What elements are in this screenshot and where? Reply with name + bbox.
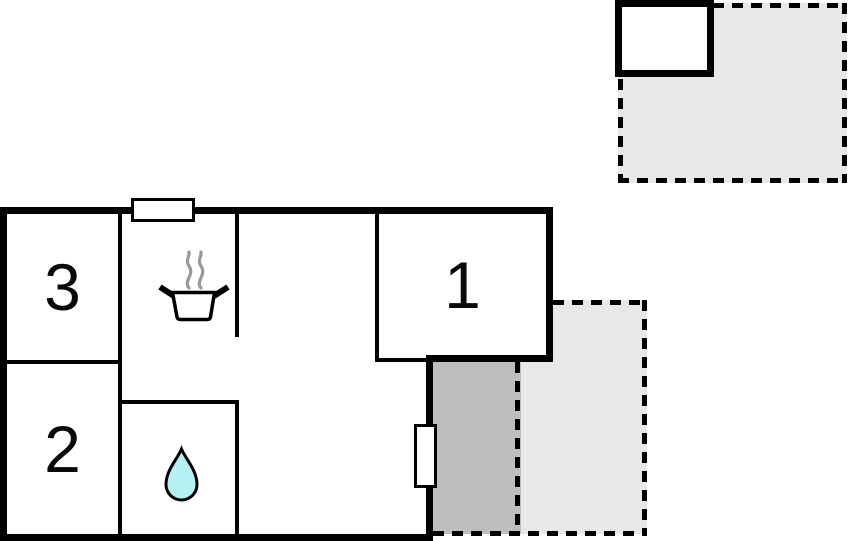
interior-wall-kitchen-right	[235, 214, 239, 337]
terrace-border-top	[553, 300, 647, 305]
window-top-wall	[131, 198, 195, 222]
room-2-label: 2	[44, 412, 81, 486]
interior-wall-room1-bottom	[379, 358, 426, 362]
room-3-label: 3	[44, 250, 81, 324]
interior-wall-bathroom-right	[235, 404, 239, 534]
water-drop-icon	[164, 444, 199, 502]
exterior-wall-left	[0, 207, 7, 541]
exterior-wall-top	[0, 207, 553, 214]
exterior-wall-room1-bottom	[426, 355, 553, 362]
door-right-wall	[414, 424, 437, 488]
annex-terrace-border-right	[842, 3, 847, 183]
exterior-wall-right-upper	[546, 207, 553, 362]
open-terrace-area-lower	[521, 362, 647, 534]
annex-terrace-border-bottom	[618, 178, 847, 183]
interior-wall-bathroom-top	[118, 400, 239, 404]
terrace-border-right	[642, 300, 647, 536]
annex-terrace-border-top	[618, 3, 847, 8]
interior-wall-rooms-left	[118, 214, 122, 534]
annex-terrace-border-left	[618, 3, 623, 183]
interior-wall-room3-room2-divider	[7, 360, 118, 364]
interior-wall-room1-left	[375, 214, 379, 362]
room-1-label: 1	[444, 247, 481, 322]
open-terrace-area-upper	[553, 300, 647, 362]
terrace-border-bottom	[433, 531, 647, 536]
pot-handle-right	[212, 284, 230, 299]
annex-building	[615, 0, 714, 77]
terrace-divider-dashed	[515, 362, 520, 534]
water-drop-shape	[164, 444, 199, 502]
steam-icon	[197, 250, 205, 290]
exterior-wall-bottom	[0, 534, 433, 541]
pot-body	[170, 290, 217, 322]
cooking-pot-icon	[158, 250, 230, 322]
steam-icon	[185, 250, 193, 290]
covered-terrace-area	[433, 362, 521, 534]
